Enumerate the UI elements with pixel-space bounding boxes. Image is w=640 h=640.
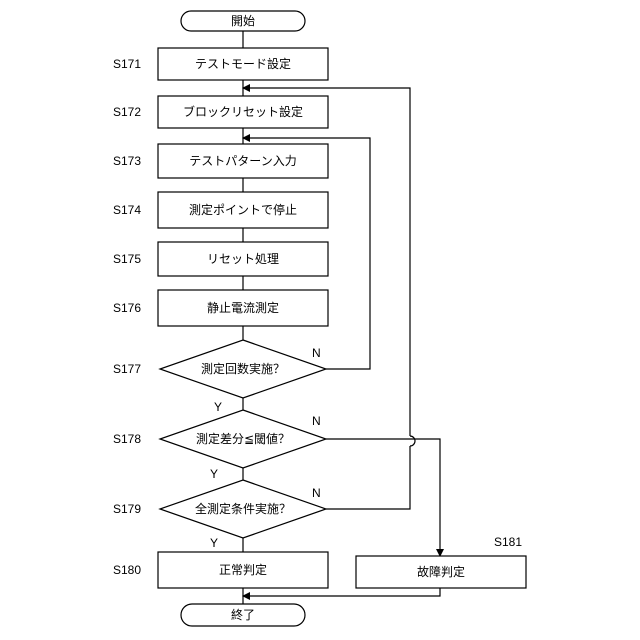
decision-id: S178 bbox=[113, 432, 141, 446]
branch-yes-label: Y bbox=[210, 467, 218, 481]
branch-yes-label: Y bbox=[214, 400, 222, 414]
step-s172: ブロックリセット設定 S172 bbox=[113, 96, 328, 128]
edge-s179-no-lower bbox=[326, 446, 410, 509]
end-terminal: 終了 bbox=[181, 604, 305, 626]
step-s174: 測定ポイントで停止 S174 bbox=[113, 192, 328, 228]
result-label: 故障判定 bbox=[417, 564, 465, 579]
step-label: 測定ポイントで停止 bbox=[189, 202, 297, 217]
edge-crossing-hop bbox=[410, 436, 415, 446]
step-id: S172 bbox=[113, 105, 141, 119]
decision-s177: 測定回数実施？ S177 N Y bbox=[113, 340, 326, 414]
start-label: 開始 bbox=[231, 14, 255, 28]
decision-label: 全測定条件実施？ bbox=[195, 501, 291, 516]
decision-s178: 測定差分≦閾値？ S178 N Y bbox=[113, 410, 326, 481]
step-id: S176 bbox=[113, 301, 141, 315]
step-s171: テストモード設定 S171 bbox=[113, 48, 328, 80]
step-id: S173 bbox=[113, 154, 141, 168]
result-id: S180 bbox=[113, 563, 141, 577]
edge-s181-end bbox=[243, 588, 440, 596]
step-s176: 静止電流測定 S176 bbox=[113, 290, 328, 326]
result-id: S181 bbox=[494, 535, 522, 549]
step-label: テストモード設定 bbox=[195, 56, 291, 71]
decision-id: S177 bbox=[113, 362, 141, 376]
result-s180: 正常判定 S180 bbox=[113, 552, 328, 588]
decision-s179: 全測定条件実施？ S179 N Y bbox=[113, 480, 326, 550]
step-label: ブロックリセット設定 bbox=[183, 104, 303, 119]
step-id: S174 bbox=[113, 203, 141, 217]
step-s175: リセット処理 S175 bbox=[113, 242, 328, 276]
branch-yes-label: Y bbox=[210, 536, 218, 550]
branch-no-label: N bbox=[312, 414, 321, 428]
step-id: S171 bbox=[113, 57, 141, 71]
branch-no-label: N bbox=[312, 486, 321, 500]
result-s181: 故障判定 S181 bbox=[356, 535, 526, 588]
step-label: 静止電流測定 bbox=[207, 300, 279, 315]
decision-label: 測定差分≦閾値？ bbox=[196, 431, 290, 446]
step-label: リセット処理 bbox=[207, 252, 279, 266]
start-terminal: 開始 bbox=[181, 11, 305, 31]
end-label: 終了 bbox=[231, 607, 255, 622]
result-label: 正常判定 bbox=[219, 562, 267, 577]
branch-no-label: N bbox=[312, 346, 321, 360]
step-id: S175 bbox=[113, 252, 141, 266]
decision-label: 測定回数実施？ bbox=[201, 361, 285, 376]
edge-s178-no bbox=[326, 439, 440, 556]
step-s173: テストパターン入力 S173 bbox=[113, 144, 328, 178]
step-label: テストパターン入力 bbox=[189, 154, 296, 168]
decision-id: S179 bbox=[113, 502, 141, 516]
